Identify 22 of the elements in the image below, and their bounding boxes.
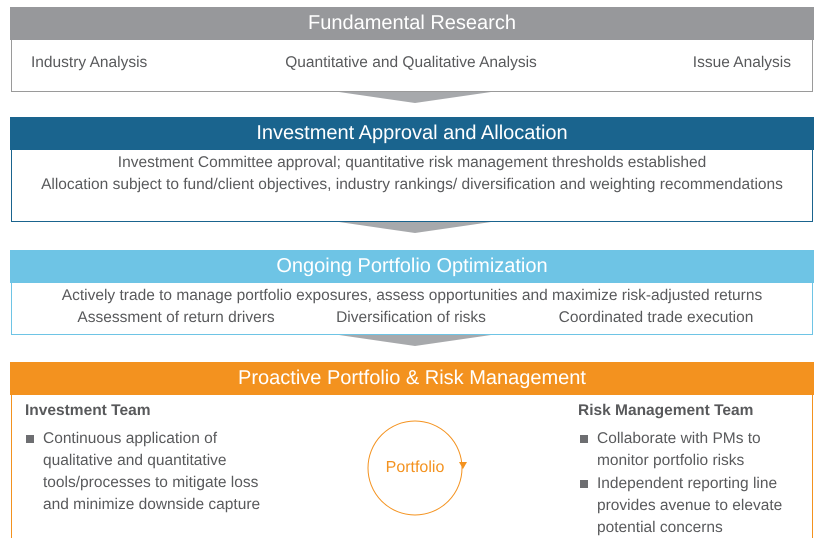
chevron-arrow: [339, 92, 491, 103]
item-text: Investment Committee approval; quantitative risk management thresholds established: [116, 153, 708, 173]
stage-header: Investment Approval and Allocation: [10, 117, 814, 150]
item-text: Allocation subject to fund/client objectives, industry rankings/ diversification and weighting recommendations: [40, 175, 784, 195]
item-text: Diversification of risks: [335, 308, 487, 328]
item-text: Issue Analysis: [692, 53, 791, 73]
column-heading: Risk Management Team: [578, 401, 754, 421]
circle-label: Portfolio: [384, 458, 446, 478]
bullet-text: Collaborate with PMs to monitor portfolio risks: [597, 429, 762, 471]
item-text: Actively trade to manage portfolio exposures, assess opportunities and maximize risk-adjusted returns: [60, 286, 764, 306]
stage-header: Fundamental Research: [10, 7, 814, 40]
item-text: Assessment of return drivers: [76, 308, 276, 328]
chevron-arrow: [339, 335, 491, 346]
item-text: Industry Analysis: [31, 53, 148, 73]
column-heading: Investment Team: [25, 401, 152, 421]
item-text: Coordinated trade execution: [558, 308, 754, 328]
bullet-text: Continuous application of qualitative and quantitative tools/processes to mitigate loss and minimize downside capture: [43, 429, 262, 515]
bullet-text: Independent reporting line provides avenue to elevate potential concerns: [597, 474, 784, 538]
stage-header: Ongoing Portfolio Optimization: [10, 250, 814, 283]
item-text: Quantitative and Qualitative Analysis: [284, 53, 538, 73]
stage-header: Proactive Portfolio & Risk Management: [10, 362, 814, 395]
chevron-arrow: [339, 222, 491, 233]
